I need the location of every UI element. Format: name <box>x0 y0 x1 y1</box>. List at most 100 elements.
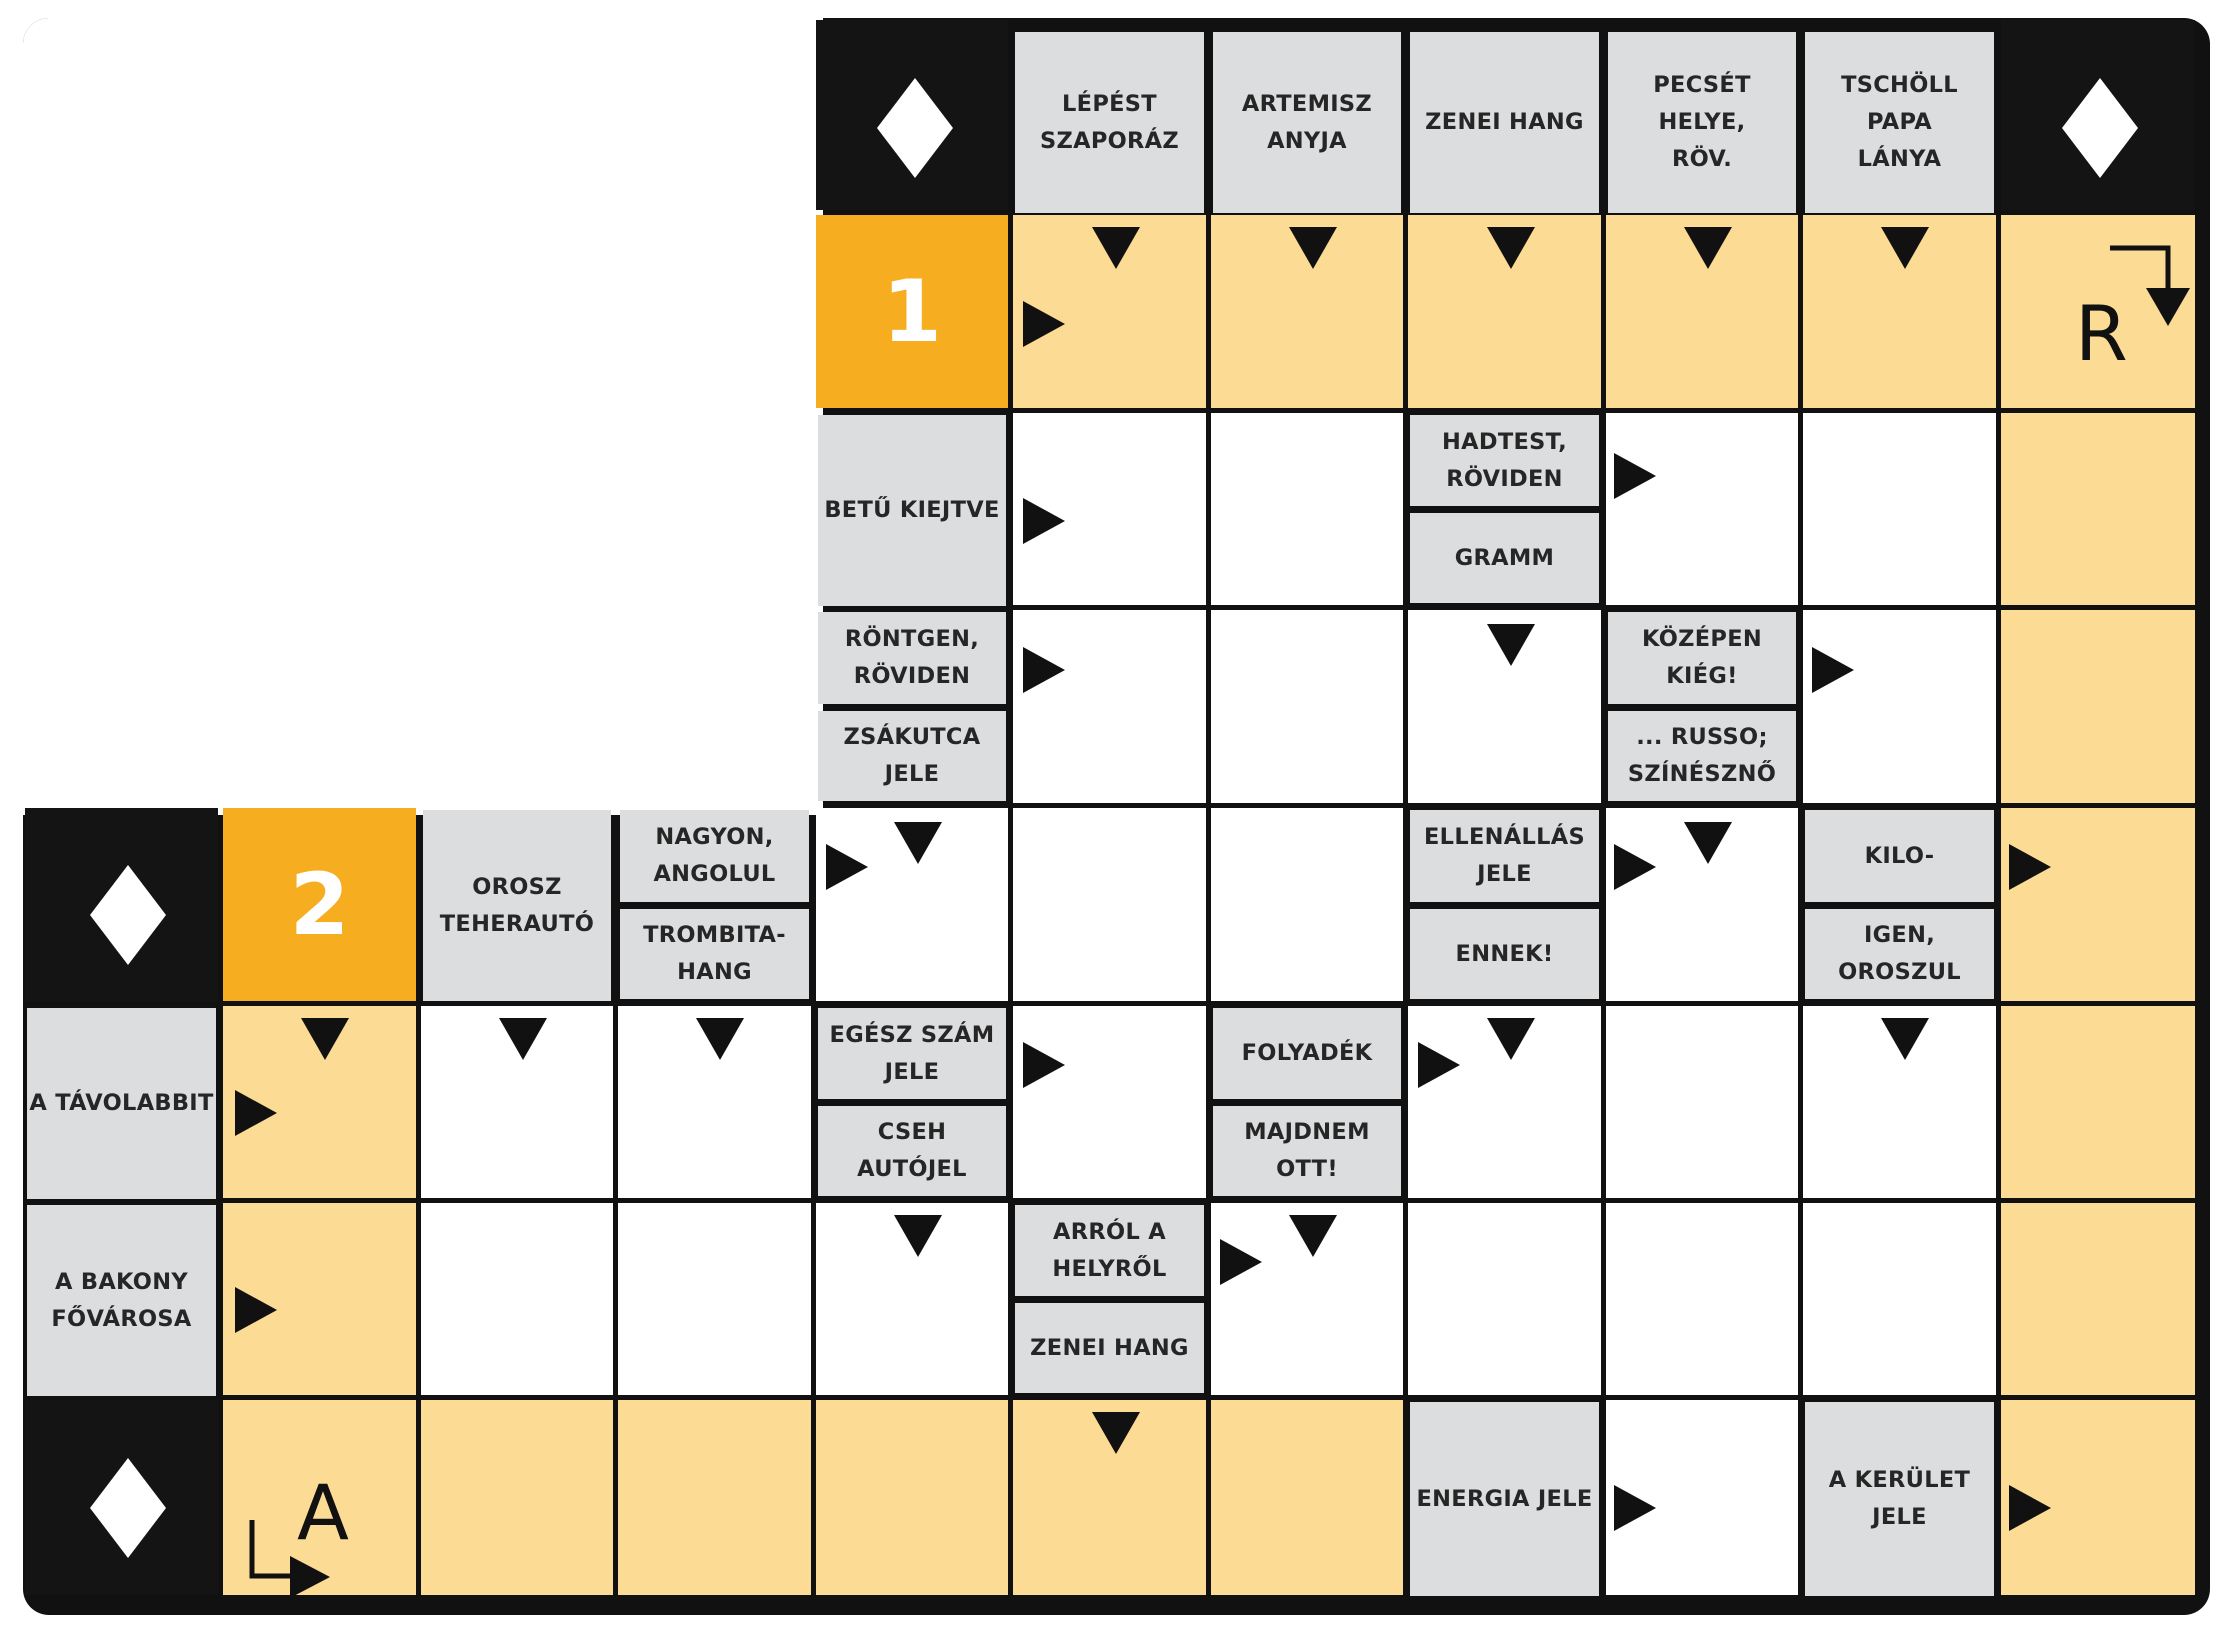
clue-text: GRAMM <box>1454 544 1555 571</box>
grid-cell-r6c1[interactable] <box>223 1203 416 1395</box>
clue-text: A KERÜLET JELE <box>1828 1467 1971 1530</box>
diamond-icon <box>88 863 168 967</box>
grid-cell-r5c1[interactable] <box>223 1006 416 1198</box>
clue-cseh-autojel: CSEH AUTÓJEL <box>818 1106 1006 1196</box>
grid-cell-r6c6[interactable] <box>1211 1203 1403 1395</box>
grid-cell-r1c7[interactable] <box>1408 215 1601 408</box>
grid-cell-r6c10[interactable] <box>2001 1203 2195 1395</box>
grid-cell-r3c9[interactable] <box>1803 610 1996 803</box>
grid-cell-r6c2[interactable] <box>421 1203 613 1395</box>
grid-cell-r2c9[interactable] <box>1803 413 1996 605</box>
grid-cell-r4c6[interactable] <box>1211 808 1403 1001</box>
clue-hadtest: HADTEST, RÖVIDEN <box>1410 415 1599 506</box>
diamond-icon <box>2060 76 2140 180</box>
clue-zenei-hang-low: ZENEI HANG <box>1015 1303 1204 1393</box>
grid-cell-r7c2[interactable] <box>421 1400 613 1595</box>
grid-cell-r6c8[interactable] <box>1606 1203 1798 1395</box>
grid-cell-r4c5[interactable] <box>1013 808 1206 1001</box>
clue-text: ELLENÁLLÁS JELE <box>1424 824 1585 887</box>
grid-cell-r3c7[interactable] <box>1408 610 1601 803</box>
grid-cell-r7c10[interactable] <box>2001 1400 2195 1595</box>
grid-cell-r7c5[interactable] <box>1013 1400 1206 1595</box>
clue-text: HADTEST, RÖVIDEN <box>1442 428 1567 492</box>
grid-cell-r7c8[interactable] <box>1606 1400 1798 1595</box>
clue-text: A TÁVOLABBIT <box>29 1090 214 1116</box>
grid-cell-r6c4[interactable] <box>816 1203 1008 1395</box>
clue-betu-kiejtve: BETŰ KIEJTVE <box>818 415 1006 606</box>
clue-zsakutca: ZSÁKUTCA JELE <box>818 711 1006 801</box>
grid-cell-r7c6[interactable] <box>1211 1400 1403 1595</box>
clue-gramm: GRAMM <box>1410 513 1599 603</box>
clue-text: KILO- <box>1864 842 1935 869</box>
clue-text: ENNEK! <box>1455 940 1554 967</box>
clue-artemisz-anyja: ARTEMISZ ANYJA <box>1213 32 1401 213</box>
grid-cell-r4c4[interactable] <box>816 808 1008 1001</box>
grid-cell-r5c9[interactable] <box>1803 1006 1996 1198</box>
grid-cell-r1c9[interactable] <box>1803 215 1996 408</box>
corner-letter-r: R <box>2075 289 2128 378</box>
clue-russo: ... RUSSO; SZÍNÉSZNŐ <box>1608 711 1796 801</box>
clue-text: CSEH AUTÓJEL <box>857 1119 967 1182</box>
grid-cell-r3c10[interactable] <box>2001 610 2195 803</box>
clue-nagyon-angolul: NAGYON, ANGOLUL <box>620 810 809 902</box>
grid-cell-r2c5[interactable] <box>1013 413 1206 605</box>
grid-cell-r4c10[interactable] <box>2001 808 2195 1001</box>
clue-text: OROSZ TEHERAUTÓ <box>439 873 595 937</box>
grid-cell-r2c6[interactable] <box>1211 413 1403 605</box>
clue-trombita-hang: TROMBITA- HANG <box>620 909 809 999</box>
solution-number-2: 2 <box>223 808 416 1001</box>
clue-a-tavolabbit: A TÁVOLABBIT <box>27 1008 216 1199</box>
clue-text: TROMBITA- HANG <box>643 922 786 985</box>
clue-orosz-teherauto: OROSZ TEHERAUTÓ <box>423 810 611 1001</box>
clue-text: PECSÉT HELYE, RÖV. <box>1653 72 1751 172</box>
grid-cell-r5c10[interactable] <box>2001 1006 2195 1198</box>
clue-egesz-szam: EGÉSZ SZÁM JELE <box>818 1008 1006 1099</box>
grid-cell-r6c9[interactable] <box>1803 1203 1996 1395</box>
clue-ennek: ENNEK! <box>1410 909 1599 999</box>
grid-cell-r1c8[interactable] <box>1606 215 1798 408</box>
clue-tscholl-papa: TSCHÖLL PAPA LÁNYA <box>1805 32 1994 213</box>
diamond-icon <box>88 1456 168 1560</box>
clue-text: TSCHÖLL PAPA LÁNYA <box>1841 72 1958 172</box>
grid-cell-r4c8[interactable] <box>1606 808 1798 1001</box>
clue-igen-oroszul: IGEN, OROSZUL <box>1805 909 1994 999</box>
clue-text: IGEN, OROSZUL <box>1838 922 1961 985</box>
grid-cell-r5c8[interactable] <box>1606 1006 1798 1198</box>
grid-cell-r1c6[interactable] <box>1211 215 1403 408</box>
grid-cell-r7c4[interactable] <box>816 1400 1008 1595</box>
clue-text: ... RUSSO; SZÍNÉSZNŐ <box>1627 724 1777 787</box>
corner-letter-a: A <box>297 1468 349 1557</box>
clue-text: ZENEI HANG <box>1030 1334 1189 1361</box>
clue-text: ZSÁKUTCA JELE <box>843 724 981 787</box>
clue-kilo: KILO- <box>1805 810 1994 902</box>
clue-a-kerulet: A KERÜLET JELE <box>1805 1402 1994 1596</box>
grid-cell-r1c5[interactable] <box>1013 215 1206 408</box>
grid-cell-r5c5[interactable] <box>1013 1006 1206 1198</box>
clue-text: RÖNTGEN, RÖVIDEN <box>844 626 980 689</box>
grid-cell-r6c3[interactable] <box>618 1203 811 1395</box>
clue-text: A BAKONY FŐVÁROSA <box>51 1268 192 1332</box>
clue-text: LÉPÉST SZAPORÁZ <box>1039 90 1179 154</box>
clue-text: EGÉSZ SZÁM JELE <box>829 1021 995 1085</box>
clue-energia-jele: ENERGIA JELE <box>1410 1402 1599 1596</box>
clue-a-bakony: A BAKONY FŐVÁROSA <box>27 1205 216 1396</box>
clue-text: ZENEI HANG <box>1425 109 1584 135</box>
grid-cell-r5c2[interactable] <box>421 1006 613 1198</box>
grid-cell-r2c8[interactable] <box>1606 413 1798 605</box>
grid-cell-r5c7[interactable] <box>1408 1006 1601 1198</box>
picture-placeholder-area <box>23 18 823 815</box>
grid-cell-r2c10[interactable] <box>2001 413 2195 605</box>
clue-text: ENERGIA JELE <box>1416 1485 1593 1512</box>
grid-cell-r7c3[interactable] <box>618 1400 811 1595</box>
clue-text: FOLYADÉK <box>1241 1040 1373 1066</box>
clue-folyadek: FOLYADÉK <box>1213 1008 1401 1099</box>
grid-cell-r3c5[interactable] <box>1013 610 1206 803</box>
clue-majdnem-ott: MAJDNEM OTT! <box>1213 1106 1401 1196</box>
solution-number-2-label: 2 <box>289 854 350 955</box>
grid-cell-r6c7[interactable] <box>1408 1203 1601 1395</box>
clue-text: ARTEMISZ ANYJA <box>1241 90 1373 154</box>
grid-cell-r3c6[interactable] <box>1211 610 1403 803</box>
clue-zenei-hang-top: ZENEI HANG <box>1410 32 1599 213</box>
grid-cell-r5c3[interactable] <box>618 1006 811 1198</box>
clue-text: NAGYON, ANGOLUL <box>653 824 776 887</box>
